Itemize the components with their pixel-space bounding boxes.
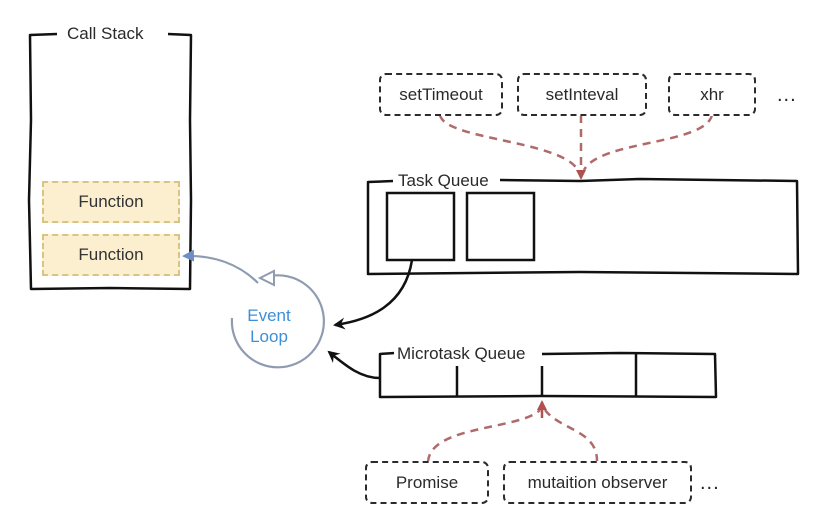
source-label: setInteval bbox=[545, 84, 619, 104]
source-label: Promise bbox=[395, 472, 459, 492]
source-xhr[interactable]: xhr bbox=[668, 73, 756, 116]
function-label: Function bbox=[78, 192, 144, 211]
source-promise[interactable]: Promise bbox=[365, 461, 489, 504]
function-label: Function bbox=[78, 245, 144, 264]
call-stack-frame-function[interactable]: Function bbox=[42, 234, 180, 276]
event-loop-circle bbox=[230, 274, 325, 369]
call-stack-frame-function[interactable]: Function bbox=[42, 181, 180, 223]
mutation-observer-to-microtask-queue-arrow bbox=[544, 409, 599, 463]
source-mutation-observer[interactable]: mutaition observer bbox=[503, 461, 692, 504]
event-loop-line2: Loop bbox=[250, 327, 288, 346]
event-loop-line1: Event bbox=[247, 306, 291, 325]
source-label: mutaition observer bbox=[527, 472, 668, 492]
source-setinterval[interactable]: setInteval bbox=[517, 73, 647, 116]
xhr-to-task-queue-arrow bbox=[582, 114, 714, 171]
microtask-queue-title: Microtask Queue bbox=[394, 344, 529, 364]
event-loop-to-call-stack-arrow bbox=[182, 249, 259, 284]
microtask-queue-frame bbox=[378, 351, 718, 399]
event-loop-label: Event Loop bbox=[236, 305, 302, 347]
source-label: setTimeout bbox=[399, 84, 483, 104]
event-loop-arrowhead-icon bbox=[257, 269, 275, 287]
task-queue-title: Task Queue bbox=[395, 171, 492, 191]
task-queue-slot-2 bbox=[465, 191, 536, 262]
promise-to-microtask-queue-arrow bbox=[426, 409, 541, 463]
microtask-queue-to-event-loop-arrow bbox=[327, 350, 381, 380]
task-queue-to-event-loop-arrow bbox=[333, 259, 414, 330]
source-settimeout[interactable]: setTimeout bbox=[379, 73, 503, 116]
microtask-sources-more: ... bbox=[700, 472, 720, 494]
call-stack-title: Call Stack bbox=[64, 24, 147, 44]
task-queue-frame bbox=[366, 177, 800, 276]
task-queue-slot-1 bbox=[385, 191, 456, 262]
source-label: xhr bbox=[700, 84, 724, 104]
task-sources-more: ... bbox=[777, 84, 797, 106]
settimeout-to-task-queue-arrow bbox=[438, 114, 580, 171]
call-stack-frame bbox=[27, 32, 193, 291]
